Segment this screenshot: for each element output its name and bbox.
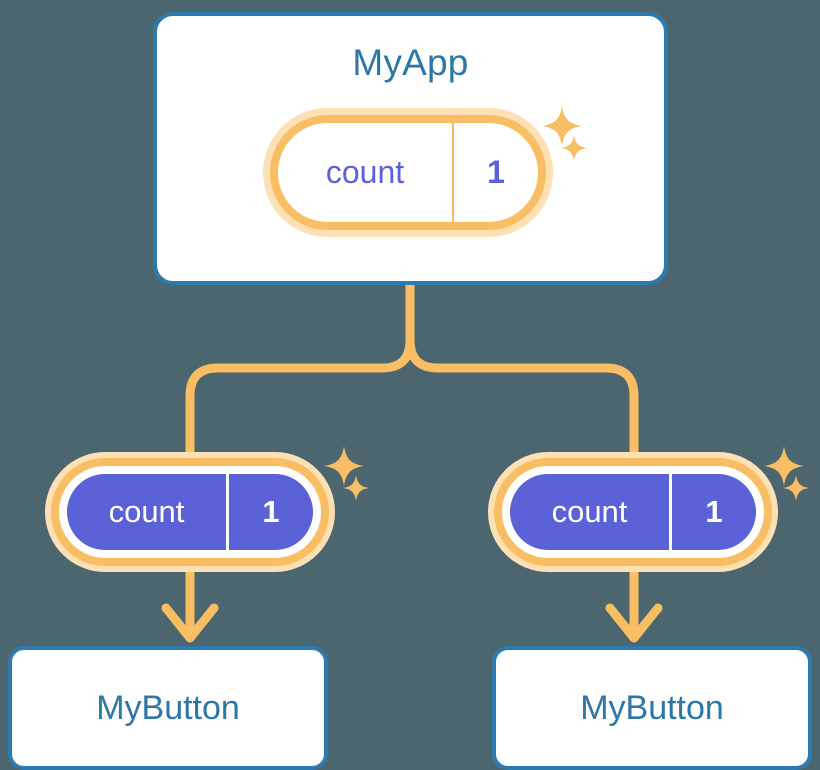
pill-body: count 1 (51, 458, 329, 566)
state-value: 1 (262, 494, 280, 529)
button-card-label: MyButton (580, 689, 724, 727)
state-key: count (67, 474, 229, 550)
app-state-pill: count 1 (263, 108, 553, 237)
state-key: count (278, 123, 454, 222)
pill-body: count 1 (494, 458, 772, 566)
sparkle-small-icon (783, 475, 809, 501)
state-key: count (510, 474, 672, 550)
arrow-head-left (161, 603, 219, 643)
child-state-pill-right: count 1 (488, 452, 778, 572)
button-card-left: MyButton (8, 646, 328, 770)
child-state-pill-left: count 1 (45, 452, 335, 572)
pill-inner-fill: count 1 (510, 474, 756, 550)
sparkle-small-icon (343, 475, 369, 501)
arrow-head-right (605, 603, 663, 643)
page-title: MyApp (352, 42, 469, 83)
state-value: 1 (487, 154, 505, 190)
state-value: 1 (705, 494, 723, 529)
pill-body: count 1 (270, 115, 546, 230)
button-card-label: MyButton (96, 689, 240, 727)
pill-inner-fill: count 1 (67, 474, 313, 550)
tree-connector-path-left (185, 335, 415, 457)
button-card-right: MyButton (492, 646, 812, 770)
tree-connector-path (405, 280, 639, 457)
